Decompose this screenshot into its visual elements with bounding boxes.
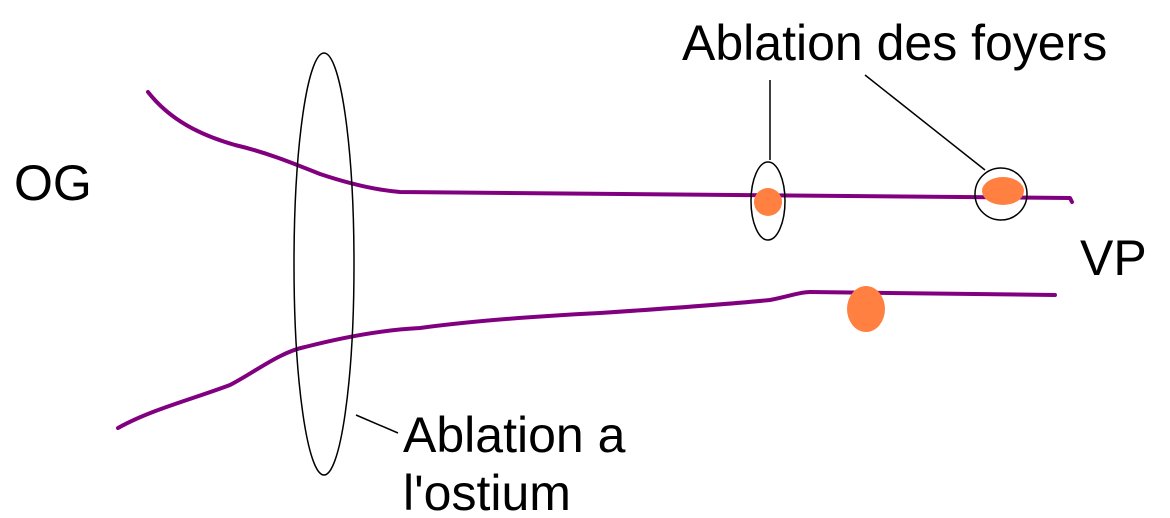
- focal-ablation-ellipse-1: [750, 161, 786, 241]
- ablation-spot-2: [982, 177, 1024, 205]
- label-ablation-des-foyers: Ablation des foyers: [682, 15, 1107, 71]
- focal-ablation-circle-2: [974, 167, 1028, 221]
- ostium-ablation-ellipse: [293, 52, 355, 476]
- ablation-spot-1: [754, 188, 782, 216]
- label-ablation-a: Ablation a: [403, 407, 626, 463]
- ablation-spot-3: [847, 286, 885, 332]
- label-ostium: l'ostium: [403, 465, 571, 518]
- label-vp: VP: [1080, 230, 1147, 286]
- vein-lower-wall: [116, 290, 1057, 430]
- leader-line-ostium: [355, 414, 399, 434]
- vein-upper-wall: [146, 90, 1074, 204]
- leader-line-focus-2: [864, 74, 986, 171]
- label-og: OG: [14, 155, 92, 211]
